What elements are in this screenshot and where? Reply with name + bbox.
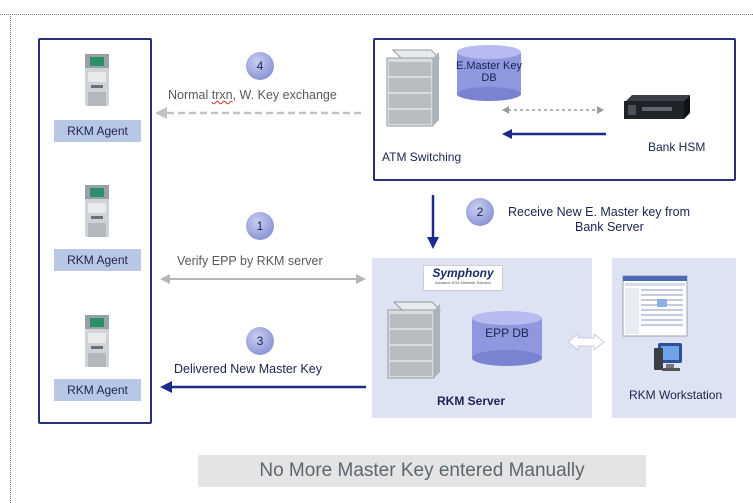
computer-icon xyxy=(654,343,682,371)
database-icon xyxy=(457,45,521,101)
hsm-device-icon xyxy=(624,95,690,119)
rkm-agent-label: RKM Agent xyxy=(54,249,141,271)
bottom-banner: No More Master Key entered Manually xyxy=(198,455,646,487)
atm-machine-icon xyxy=(85,185,109,237)
workstation-window-screenshot xyxy=(622,275,688,337)
step-3-arrow xyxy=(160,381,366,393)
step-2-arrow xyxy=(427,195,439,249)
atm-machine-icon xyxy=(85,54,109,106)
dotted-frame-left xyxy=(10,14,11,503)
step-1-badge: 1 xyxy=(246,212,274,240)
atm-machine-icon xyxy=(85,315,109,367)
bank-hsm-label: Bank HSM xyxy=(648,140,706,154)
server-icon xyxy=(387,301,442,379)
sync-double-arrow xyxy=(567,332,605,352)
dotted-frame-top xyxy=(0,14,753,15)
rkm-agent-label: RKM Agent xyxy=(54,379,141,401)
rkm-workstation-label: RKM Workstation xyxy=(629,388,723,402)
step-4-arrow xyxy=(155,107,365,119)
rkm-server-label: RKM Server xyxy=(437,394,506,408)
step-4-badge: 4 xyxy=(246,52,274,80)
epp-db-label: EPP DB xyxy=(485,326,529,340)
step-3-label: Delivered New Master Key xyxy=(174,362,322,376)
step-3-badge: 3 xyxy=(246,327,274,355)
step-2-badge: 2 xyxy=(466,198,494,226)
db-label-line1: E.Master Key xyxy=(455,60,523,72)
hsm-exchange-arrows xyxy=(502,106,606,139)
rkm-agent-label: RKM Agent xyxy=(54,120,141,142)
step-2-label-line1: Receive New E. Master key from xyxy=(508,205,690,219)
atm-switching-label: ATM Switching xyxy=(382,150,462,164)
database-icon xyxy=(472,311,542,366)
symphony-logo: Symphony Advance ATM Network Solution xyxy=(423,265,503,291)
step-4-label: Normal trxn, W. Key exchange xyxy=(168,88,337,102)
db-label-line2: DB xyxy=(481,72,497,84)
step-2-label-line2: Bank Server xyxy=(575,220,644,234)
step-1-arrow xyxy=(160,274,366,284)
step-1-label: Verify EPP by RKM server xyxy=(177,254,323,268)
server-icon xyxy=(386,49,441,127)
